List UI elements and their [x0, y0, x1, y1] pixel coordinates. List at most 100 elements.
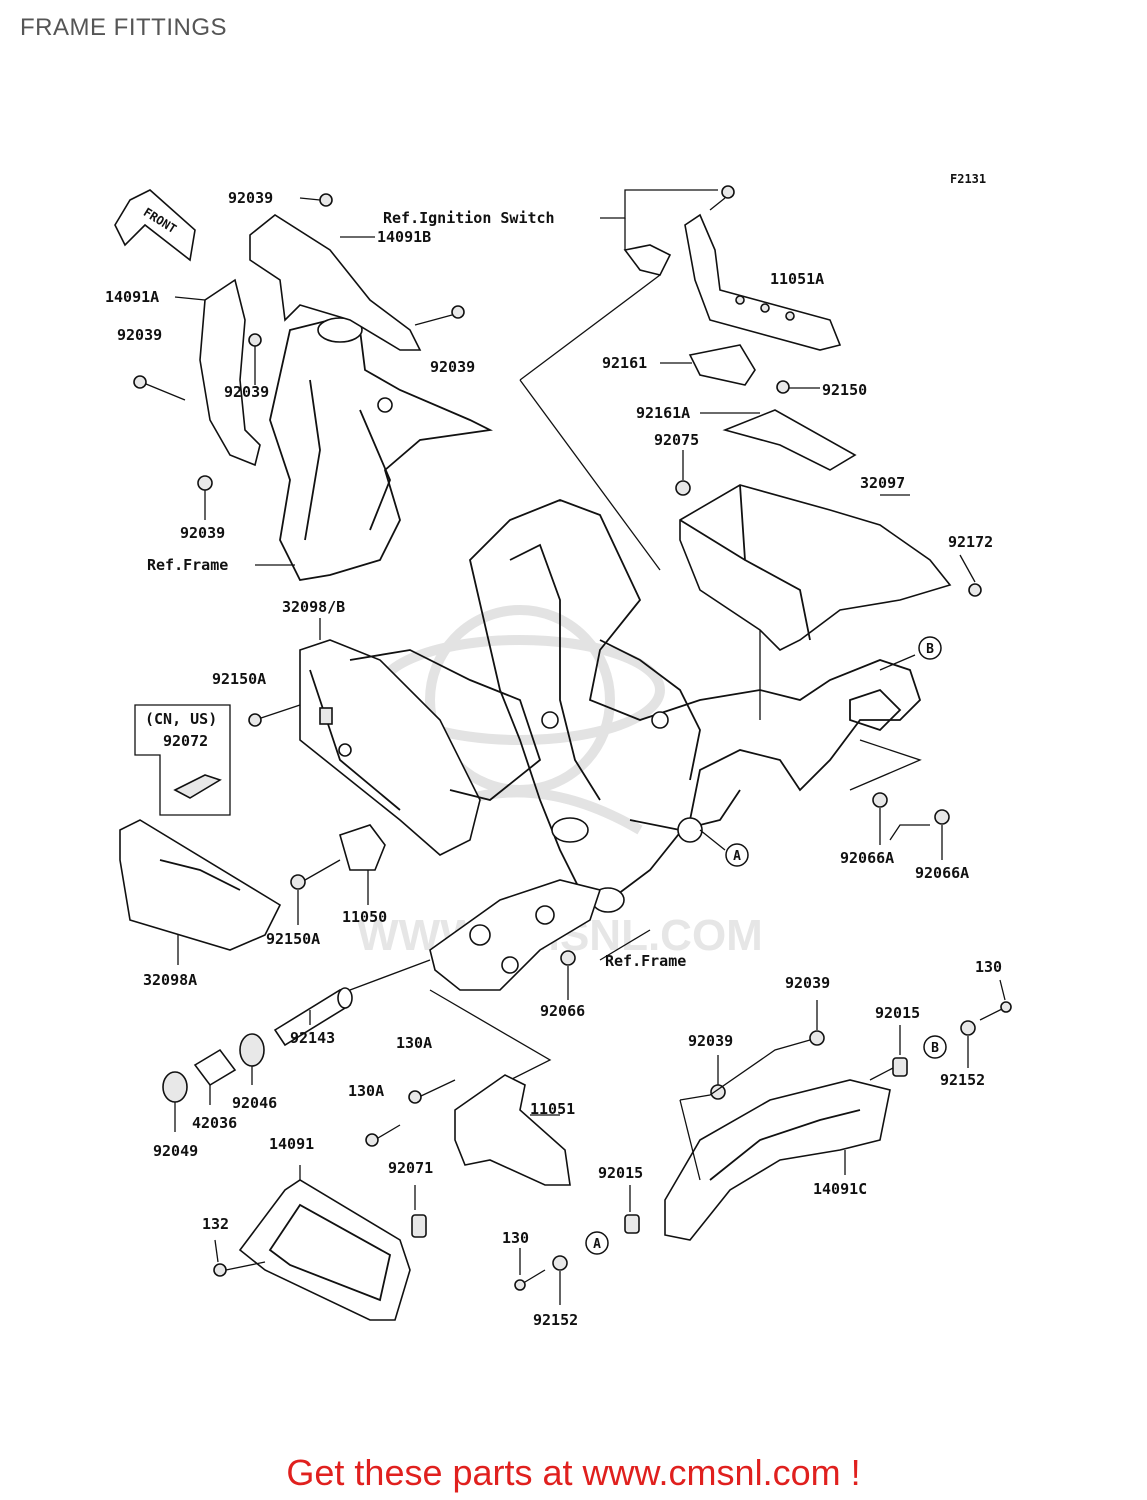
ref-circle-B-bottom-label: B	[931, 1041, 939, 1056]
bolt-icon-ignition	[721, 185, 735, 199]
part-label-32097: 32097	[860, 474, 905, 492]
part-label-92071: 92071	[388, 1159, 433, 1177]
part-label-130A: 130A	[348, 1082, 384, 1100]
part-label-92039: 92039	[224, 383, 269, 401]
part-label-130: 130	[975, 958, 1002, 976]
region-note-box	[134, 704, 231, 816]
part-label-14091: 14091	[269, 1135, 314, 1153]
part-label-92039: 92039	[785, 974, 830, 992]
front-arrow-icon: FRONT	[114, 189, 196, 262]
part-label-92066A: 92066A	[915, 864, 969, 882]
clip-icon-92172	[968, 583, 982, 597]
part-label-92015: 92015	[875, 1004, 920, 1022]
collar-42036	[193, 1048, 237, 1087]
grommet-icon-92039-top	[809, 1030, 825, 1046]
part-label-132: 132	[202, 1215, 229, 1233]
side-cover-32098	[299, 639, 481, 856]
ref-circle-A-middle: A	[699, 829, 749, 867]
cover-14091	[238, 1179, 411, 1321]
cover-92161A	[722, 409, 857, 471]
bolt-icon-92150	[776, 380, 790, 394]
bolt-icon-130A-bottom	[365, 1133, 379, 1147]
part-label-92152: 92152	[940, 1071, 985, 1089]
page-title: FRAME FITTINGS	[20, 14, 227, 41]
collar-92015-bottom	[624, 1214, 640, 1234]
part-label-11051A: 11051A	[770, 270, 824, 288]
part-label-92039: 92039	[430, 358, 475, 376]
part-label-92075: 92075	[654, 431, 699, 449]
part-label-130A: 130A	[396, 1034, 432, 1052]
lower-cover-32098A	[119, 819, 282, 951]
cover-14091B	[249, 214, 422, 351]
part-label-92039: 92039	[117, 326, 162, 344]
ref-circle-B-top: B	[879, 636, 942, 671]
part-label-92039: 92039	[688, 1032, 733, 1050]
ref-circle-B-top-label: B	[926, 642, 934, 657]
part-label-14091B: 14091B	[377, 228, 431, 246]
part-label-92066A: 92066A	[840, 849, 894, 867]
bolt-icon-92066	[560, 950, 576, 966]
collar-92143	[273, 987, 353, 1047]
ref-frame-top-label: Ref.Frame	[147, 556, 228, 574]
part-label-92150A: 92150A	[212, 670, 266, 688]
battery-case-32097	[679, 484, 952, 651]
part-label-92015: 92015	[598, 1164, 643, 1182]
part-label-92039: 92039	[228, 189, 273, 207]
grommet-icon-92039-left	[710, 1084, 726, 1100]
part-label-92046: 92046	[232, 1094, 277, 1112]
bolt-icon-130A-top	[408, 1090, 422, 1104]
part-label-92152: 92152	[533, 1311, 578, 1329]
link-bracket	[429, 879, 602, 991]
part-label-92172: 92172	[948, 533, 993, 551]
bushing-92046	[239, 1033, 265, 1067]
part-label-14091A: 14091A	[105, 288, 159, 306]
figure-code: F2131	[950, 172, 986, 186]
part-label-11050: 11050	[342, 908, 387, 926]
bracket-11050	[339, 824, 386, 871]
damper-92161	[688, 344, 756, 386]
part-label-92161: 92161	[602, 354, 647, 372]
bolt-icon-92150A-top	[248, 713, 262, 727]
part-label-92072: 92072	[163, 732, 208, 750]
washer-icon-92075	[675, 480, 691, 496]
part-label-92150A: 92150A	[266, 930, 320, 948]
bolt-icon-92066A-left	[872, 792, 888, 808]
washer-icon-92152-right	[960, 1020, 976, 1036]
bracket-11051	[454, 1074, 571, 1186]
ref-circle-A-middle-label: A	[733, 849, 741, 864]
part-label-32098A: 32098A	[143, 971, 197, 989]
seal-92049	[162, 1071, 188, 1103]
ref-circle-B-bottom: B	[923, 1035, 947, 1059]
region-note: (CN, US)	[145, 710, 217, 728]
part-label-92066: 92066	[540, 1002, 585, 1020]
ref-frame-bottom-label: Ref.Frame	[605, 952, 686, 970]
part-label-32098B: 32098/B	[282, 598, 345, 616]
ref-ignition-label: Ref.Ignition Switch	[383, 209, 555, 227]
collar-92015-right	[892, 1057, 908, 1077]
bolt-icon-92150A-bottom	[290, 874, 306, 890]
part-label-11051: 11051	[530, 1100, 575, 1118]
bolt-icon-92066A-right	[934, 809, 950, 825]
footer-link[interactable]: Get these parts at www.cmsnl.com !	[286, 1452, 861, 1493]
ref-circle-A-bottom: A	[585, 1231, 609, 1255]
ref-circle-A-bottom-label: A	[593, 1237, 601, 1252]
washer-icon-92152-bottom	[552, 1255, 568, 1271]
frame-outline-left	[349, 649, 542, 801]
grommet-92071	[411, 1214, 427, 1238]
part-label-92143: 92143	[290, 1029, 335, 1047]
bracket-11051A	[684, 213, 842, 351]
frame-neck-drawing	[269, 317, 493, 581]
part-label-14091C: 14091C	[813, 1180, 867, 1198]
ignition-bracket	[623, 244, 672, 276]
cover-14091A	[199, 278, 261, 467]
part-label-130: 130	[502, 1229, 529, 1247]
bolt-130-bottom	[514, 1269, 546, 1291]
cover-14091C	[664, 1079, 891, 1241]
bolt-130-right	[979, 1001, 1012, 1021]
part-label-92150: 92150	[822, 381, 867, 399]
bolt-icons-top-left	[133, 193, 465, 491]
bolt-icon-132	[213, 1263, 227, 1277]
part-label-92161A: 92161A	[636, 404, 690, 422]
part-label-92039: 92039	[180, 524, 225, 542]
